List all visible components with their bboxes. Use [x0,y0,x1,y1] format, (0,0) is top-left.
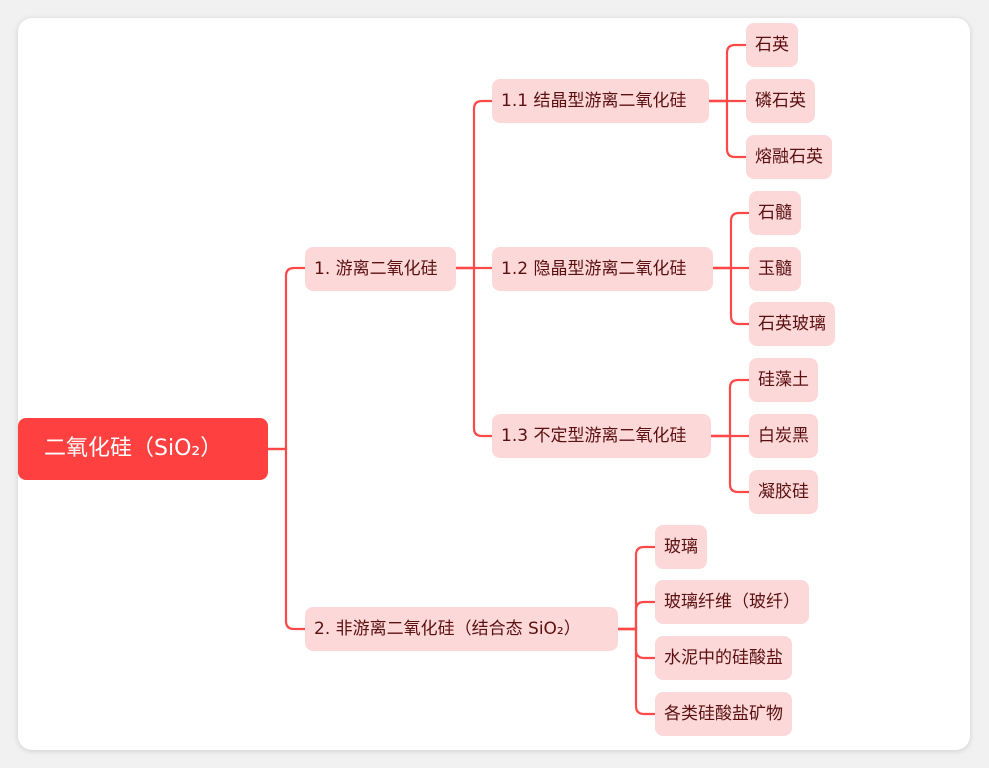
leaf-node[interactable]: 石髓 [749,191,801,235]
branch-bound-silica[interactable]: 2. 非游离二氧化硅（结合态 SiO₂） [305,607,618,651]
leaf-node[interactable]: 石英玻璃 [749,302,835,346]
leaf-node[interactable]: 磷石英 [746,79,815,123]
connector-line [618,600,655,631]
leaf-node[interactable]: 玻璃纤维（玻纤） [655,580,809,624]
leaf-node[interactable]: 水泥中的硅酸盐 [655,636,792,680]
leaf-node[interactable]: 玻璃 [655,525,707,569]
connector-line [709,99,746,159]
connector-line [268,447,305,631]
connector-line [713,211,749,270]
connector-line [713,266,749,326]
leaf-node[interactable]: 凝胶硅 [749,470,818,514]
leaf-node[interactable]: 石英 [746,23,798,67]
connector-line [268,266,305,451]
node-crystalline[interactable]: 1.1 结晶型游离二氧化硅 [492,79,709,123]
connector-line [709,43,746,103]
connector-line [711,378,749,438]
connector-line [456,99,492,270]
connector-line [711,434,749,494]
leaf-node[interactable]: 硅藻土 [749,358,818,402]
connector-line [618,627,655,716]
connector-line [618,545,655,631]
branch-free-silica[interactable]: 1. 游离二氧化硅 [305,247,456,291]
connector-line [456,266,492,438]
leaf-node[interactable]: 熔融石英 [746,135,832,179]
leaf-node[interactable]: 各类硅酸盐矿物 [655,692,792,736]
leaf-node[interactable]: 白炭黑 [749,414,818,458]
node-amorphous[interactable]: 1.3 不定型游离二氧化硅 [492,414,711,458]
root-node[interactable]: 二氧化硅（SiO₂） [18,418,268,480]
node-cryptocrystalline[interactable]: 1.2 隐晶型游离二氧化硅 [492,247,713,291]
leaf-node[interactable]: 玉髓 [749,247,801,291]
